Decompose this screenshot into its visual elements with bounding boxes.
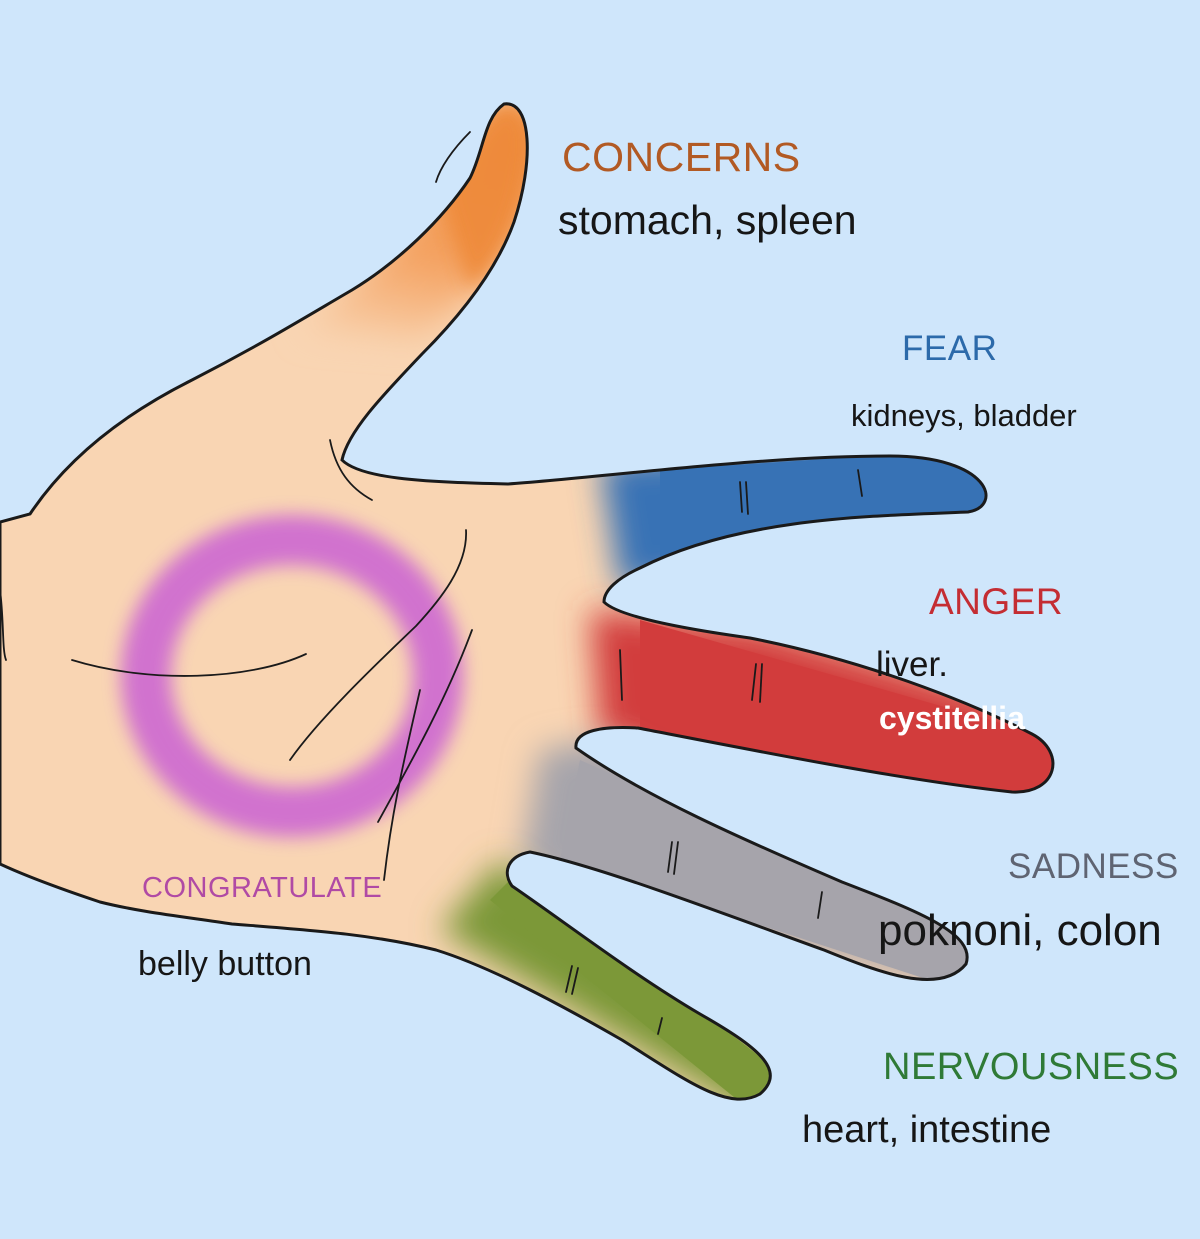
label-sadness: SADNESS [1008,847,1179,886]
organs-stomach-spleen: stomach, spleen [558,197,857,243]
organs-poknoni-colon: poknoni, colon [878,906,1162,955]
organs-kidneys-bladder: kidneys, bladder [851,398,1077,433]
palm-navel-ring [121,515,463,837]
thumb-zone-core [440,103,531,290]
label-nervousness: NERVOUSNESS [883,1046,1180,1088]
organs-cystitellia: cystitellia [879,700,1025,736]
label-concerns: CONCERNS [562,134,801,180]
organs-heart-intestine: heart, intestine [802,1109,1052,1151]
label-congratulate: CONGRATULATE [142,872,383,904]
organs-liver: liver. [876,645,948,684]
label-fear: FEAR [902,329,998,368]
palm-lines [0,131,863,1035]
label-anger: ANGER [929,581,1064,622]
organs-belly-button: belly button [138,945,312,983]
